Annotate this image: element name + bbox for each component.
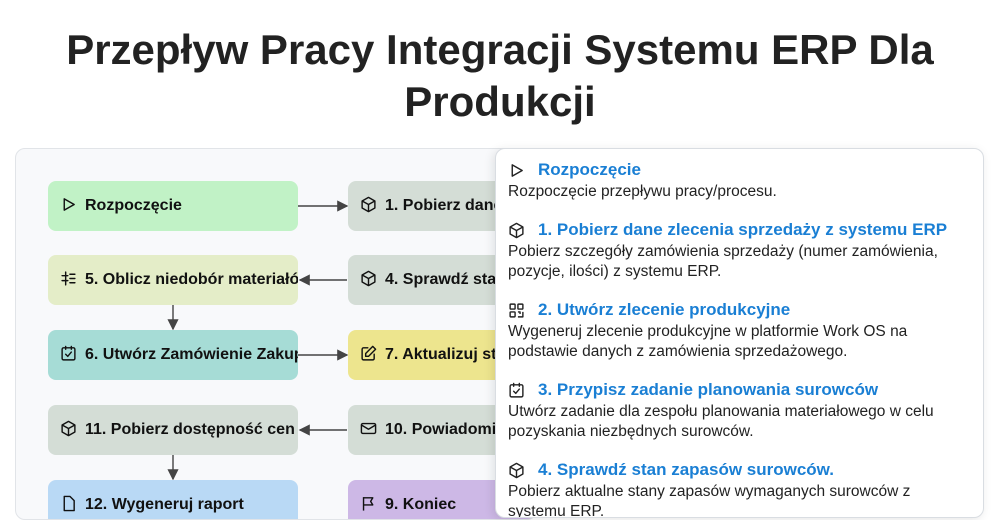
edit-icon (360, 345, 380, 365)
page-title: Przepływ Pracy Integracji Systemu ERP Dl… (66, 26, 934, 125)
step-title-link[interactable]: 3. Przypisz zadanie planowania surowców (538, 380, 879, 399)
node-start[interactable]: Rozpoczęcie (48, 181, 298, 231)
step-description: Rozpoczęcie przepływu pracy/procesu. (508, 183, 777, 200)
step-title-link[interactable]: 1. Pobierz dane zlecenia sprzedaży z sys… (538, 220, 948, 239)
step-description: Pobierz szczegóły zamówienia sprzedaży (… (508, 243, 938, 280)
package-icon (508, 220, 528, 240)
step-detail-start: Rozpoczęcie Rozpoczęcie przepływu pracy/… (508, 159, 971, 202)
package-icon (60, 420, 80, 440)
package-icon (360, 196, 380, 216)
play-icon (60, 196, 80, 216)
node-step-5[interactable]: 5. Oblicz niedobór materiałów (48, 255, 298, 305)
node-label: 10. Powiadomienie (385, 421, 529, 438)
step-description: Utwórz zadanie dla zespołu planowania ma… (508, 403, 934, 440)
step-detail-1: 1. Pobierz dane zlecenia sprzedaży z sys… (508, 219, 971, 282)
node-step-6[interactable]: 6. Utwórz Zamówienie Zakupu (48, 330, 298, 380)
node-step-11[interactable]: 11. Pobierz dostępność cen (48, 405, 298, 455)
check-square-icon (508, 380, 528, 400)
node-label: 5. Oblicz niedobór materiałów (85, 271, 298, 288)
connector-arrows (167, 200, 349, 481)
step-details-panel[interactable]: Rozpoczęcie Rozpoczęcie przepływu pracy/… (495, 148, 984, 518)
node-label: 6. Utwórz Zamówienie Zakupu (85, 346, 298, 363)
step-title-link[interactable]: Rozpoczęcie (538, 160, 641, 179)
check-square-icon (60, 345, 80, 365)
package-icon (508, 460, 528, 480)
step-detail-4: 4. Sprawdź stan zapasów surowców. Pobier… (508, 459, 971, 518)
node-label: Rozpoczęcie (85, 197, 182, 214)
step-title-link[interactable]: 4. Sprawdź stan zapasów surowców. (538, 460, 834, 479)
flag-icon (360, 495, 380, 515)
mail-icon (360, 420, 380, 440)
qr-grid-icon (508, 300, 528, 320)
node-label: 7. Aktualizuj status (385, 346, 530, 363)
node-label: 9. Koniec (385, 496, 457, 513)
node-step-12[interactable]: 12. Wygeneruj raport (48, 480, 298, 519)
step-description: Pobierz aktualne stany zapasów wymaganyc… (508, 483, 911, 518)
file-icon (60, 495, 80, 515)
node-label: 12. Wygeneruj raport (85, 496, 244, 513)
step-description: Wygeneruj zlecenie produkcyjne w platfor… (508, 323, 908, 360)
node-label: 11. Pobierz dostępność cen (85, 421, 295, 438)
step-detail-2: 2. Utwórz zlecenie produkcyjne Wygeneruj… (508, 299, 971, 362)
step-detail-3: 3. Przypisz zadanie planowania surowców … (508, 379, 971, 442)
play-icon (508, 160, 528, 180)
step-title-link[interactable]: 2. Utwórz zlecenie produkcyjne (538, 300, 791, 319)
calculator-icon (60, 270, 80, 290)
flowchart-panel: Rozpoczęcie 1. Pobierz dane zlecenia spr… (15, 148, 537, 520)
package-icon (360, 270, 380, 290)
